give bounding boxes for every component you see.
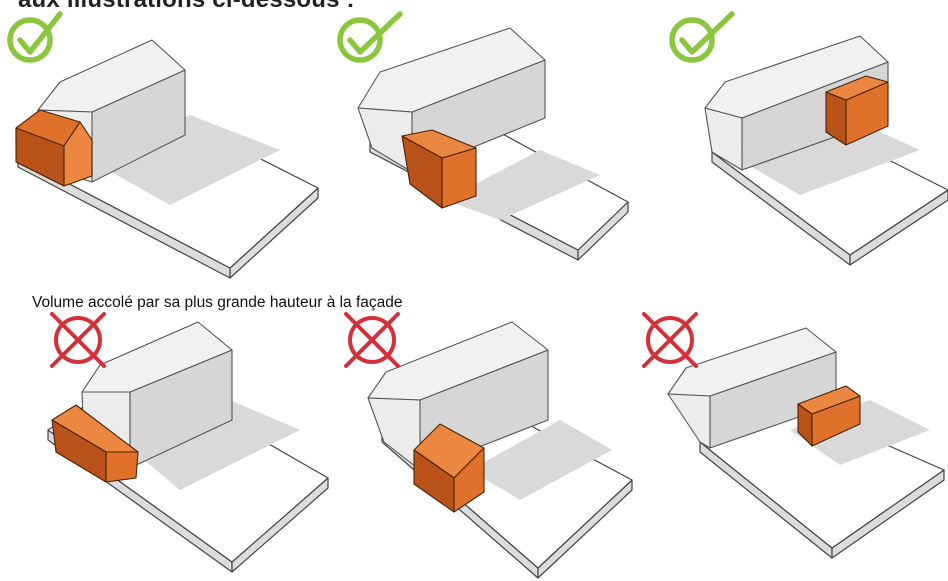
extension (51, 404, 139, 483)
check-icon (337, 11, 403, 63)
extension (413, 423, 485, 513)
example-3 (669, 11, 948, 266)
house (667, 327, 837, 449)
example-4 (47, 312, 329, 573)
ground-slab (699, 397, 945, 559)
example-1 (7, 11, 319, 279)
cross-circle-icon (344, 312, 400, 368)
cross-circle-icon (642, 312, 698, 368)
check-icon (669, 11, 735, 63)
extension (825, 75, 889, 146)
example-2 (337, 11, 629, 261)
example-6 (642, 312, 945, 559)
extension (797, 385, 861, 447)
check-icon (7, 11, 63, 63)
cross-circle-icon (50, 312, 106, 368)
example-5 (344, 312, 633, 579)
intro-text: aux illustrations ci-dessous : (18, 0, 355, 14)
extension (15, 109, 93, 187)
caption-text: Volume accolé par sa plus grande hauteur… (32, 294, 403, 311)
extension (401, 129, 477, 209)
